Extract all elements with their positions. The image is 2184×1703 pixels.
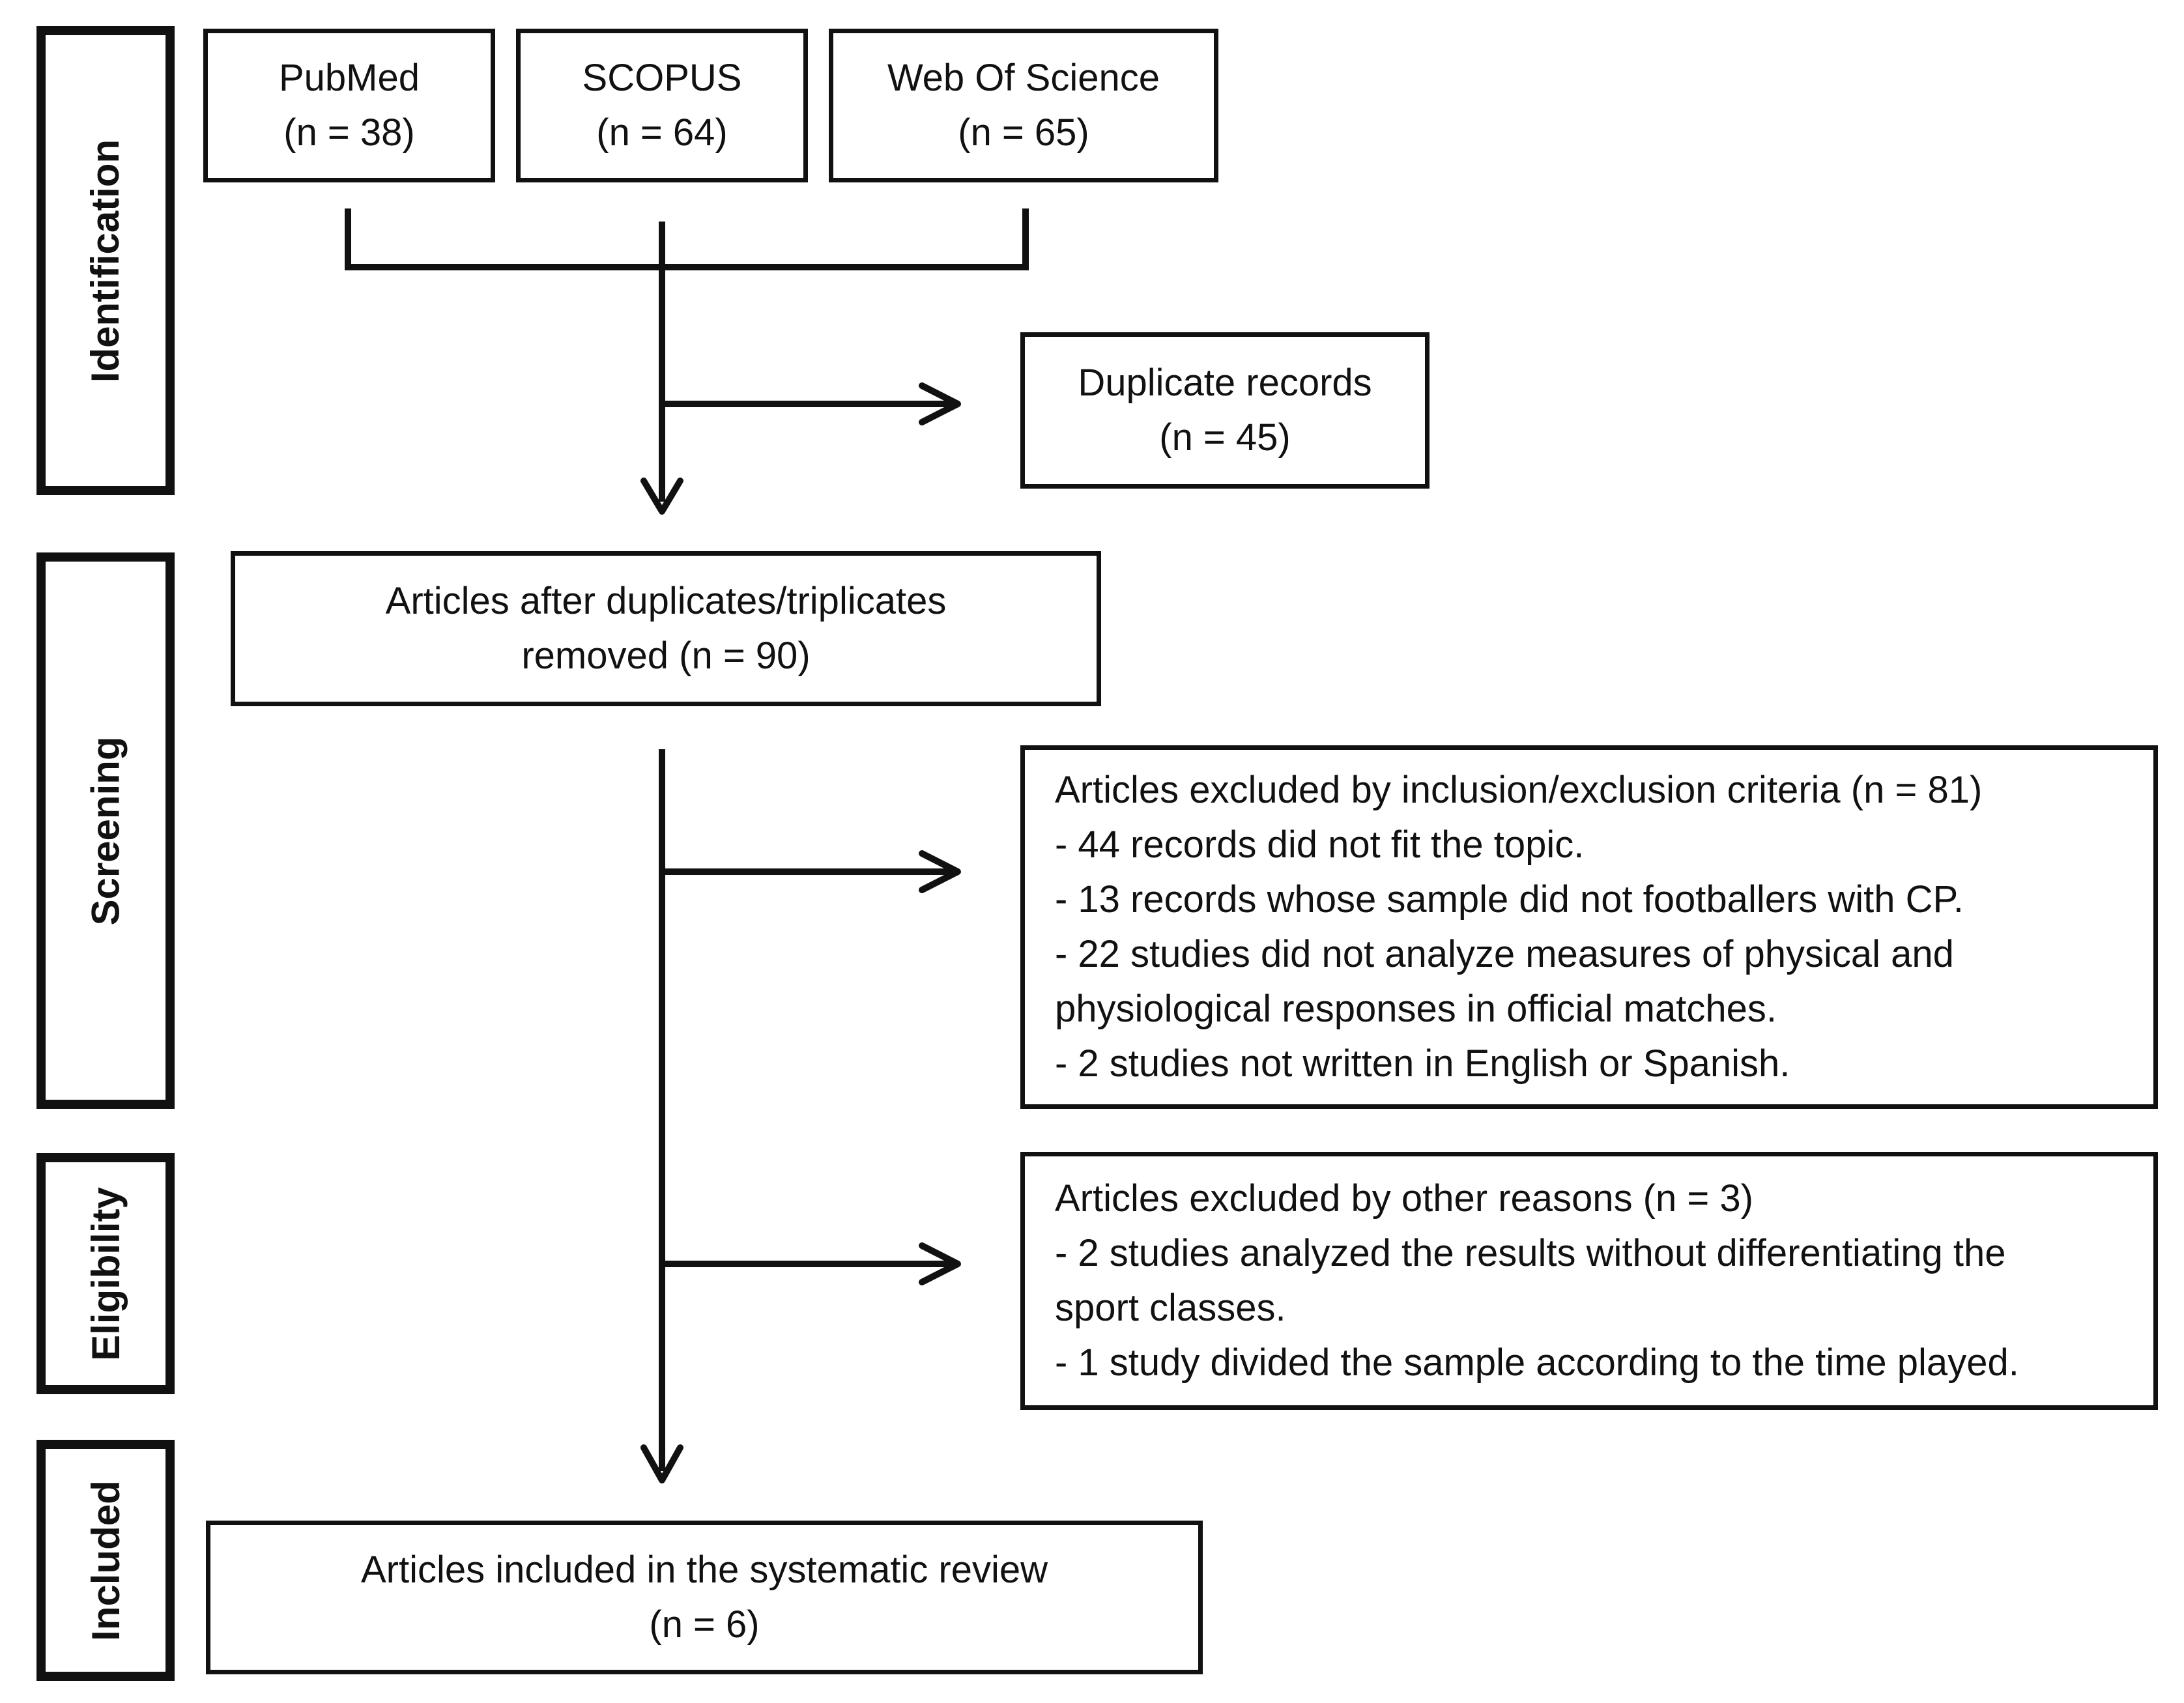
excluded-criteria-title: Articles excluded by inclusion/exclusion… bbox=[1055, 769, 1983, 811]
source-count: (n = 38) bbox=[283, 111, 415, 154]
phase-screening-label: Screening bbox=[83, 736, 128, 926]
excluded-other-title: Articles excluded by other reasons (n = … bbox=[1055, 1177, 1753, 1220]
excluded-criteria-box: Articles excluded by inclusion/exclusion… bbox=[1020, 745, 2158, 1109]
source-web-of-science: Web Of Science (n = 65) bbox=[829, 29, 1218, 182]
arrowhead-screening bbox=[640, 478, 683, 515]
source-name: PubMed bbox=[278, 57, 420, 99]
source-scopus: SCOPUS (n = 64) bbox=[516, 29, 808, 182]
excluded-other-box: Articles excluded by other reasons (n = … bbox=[1020, 1152, 2158, 1410]
source-name: Web Of Science bbox=[887, 57, 1160, 99]
phase-eligibility: Eligibility bbox=[36, 1153, 175, 1394]
included-label: Articles included in the systematic revi… bbox=[360, 1549, 1048, 1591]
phase-identification-label: Identification bbox=[83, 139, 128, 382]
duplicate-records-box: Duplicate records (n = 45) bbox=[1020, 332, 1430, 489]
excluded-criteria-item: - 44 records did not fit the topic. bbox=[1055, 823, 1585, 866]
phase-screening: Screening bbox=[36, 552, 175, 1109]
included-count: (n = 6) bbox=[649, 1603, 760, 1646]
excluded-criteria-item: - 22 studies did not analyze measures of… bbox=[1055, 933, 1954, 975]
excluded-other-item: sport classes. bbox=[1055, 1287, 1286, 1329]
excluded-other-item: - 2 studies analyzed the results without… bbox=[1055, 1232, 2006, 1274]
after-duplicates-box: Articles after duplicates/triplicates re… bbox=[231, 551, 1101, 706]
phase-included: Included bbox=[36, 1440, 175, 1681]
phase-eligibility-label: Eligibility bbox=[83, 1186, 128, 1361]
source-count: (n = 65) bbox=[958, 111, 1089, 154]
excluded-criteria-item: - 2 studies not written in English or Sp… bbox=[1055, 1042, 1790, 1085]
excluded-criteria-item: - 13 records whose sample did not footba… bbox=[1055, 878, 1964, 921]
duplicate-records-label: Duplicate records bbox=[1078, 362, 1372, 404]
after-duplicates-line1: Articles after duplicates/triplicates bbox=[385, 580, 947, 622]
source-pubmed: PubMed (n = 38) bbox=[203, 29, 495, 182]
arrowhead-included bbox=[640, 1444, 683, 1483]
included-box: Articles included in the systematic revi… bbox=[206, 1521, 1203, 1674]
arrowhead-excluded-criteria bbox=[919, 850, 961, 893]
excluded-criteria-item: physiological responses in official matc… bbox=[1055, 988, 1777, 1030]
phase-included-label: Included bbox=[83, 1480, 128, 1641]
excluded-other-item: - 1 study divided the sample according t… bbox=[1055, 1341, 2019, 1384]
after-duplicates-line2: removed (n = 90) bbox=[521, 635, 811, 677]
arrowhead-duplicates bbox=[919, 382, 961, 425]
source-count: (n = 64) bbox=[596, 111, 728, 154]
arrowhead-excluded-other bbox=[919, 1242, 961, 1285]
phase-identification: Identification bbox=[36, 26, 175, 495]
duplicate-records-count: (n = 45) bbox=[1159, 416, 1291, 459]
source-name: SCOPUS bbox=[582, 57, 742, 99]
